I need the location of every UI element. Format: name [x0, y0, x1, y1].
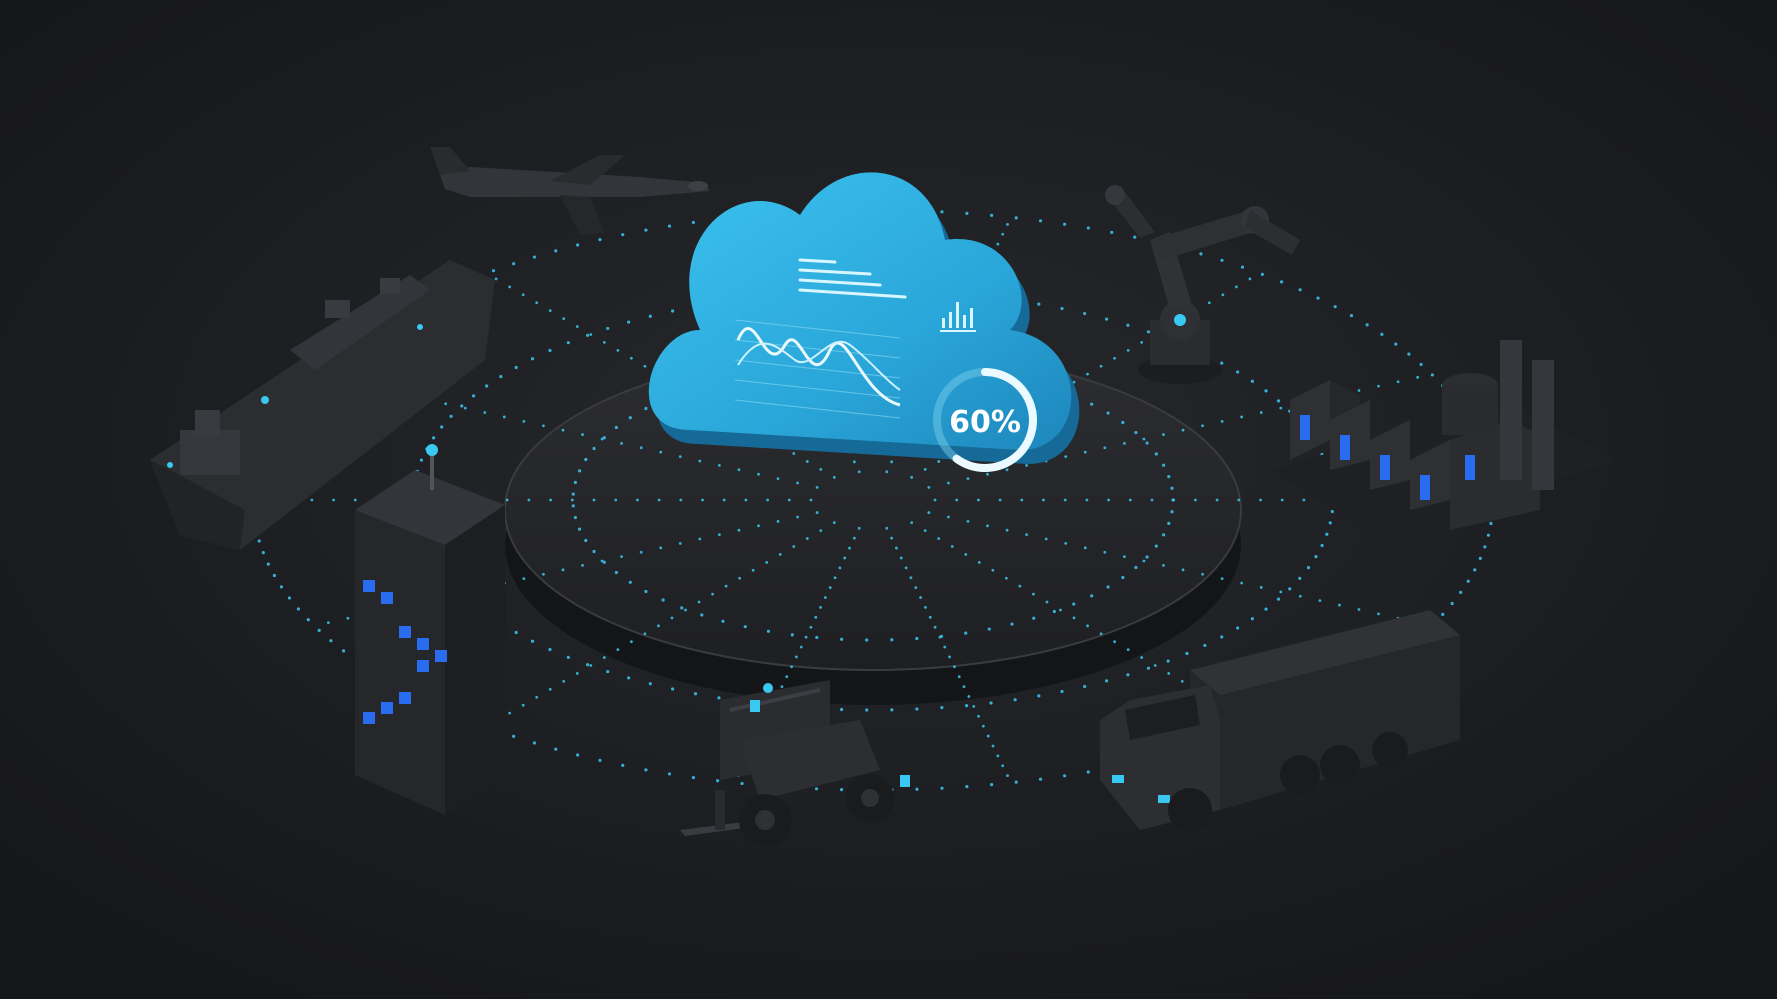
forklift — [680, 680, 910, 846]
gauge-label: 60% — [949, 405, 1021, 440]
tower-window-lit — [417, 638, 429, 650]
airplane — [430, 147, 710, 235]
robot-arm — [1105, 185, 1300, 384]
tower-window-lit — [381, 702, 393, 714]
progress-gauge: 60% — [933, 368, 1037, 472]
cargo-ship — [150, 260, 495, 550]
tower-window-lit — [399, 626, 411, 638]
office-tower — [355, 444, 505, 815]
tower-window-lit — [381, 592, 393, 604]
tower-window-lit — [417, 660, 429, 672]
bar-chart-icon — [940, 302, 976, 332]
line-chart-panel — [734, 319, 901, 419]
factory — [1270, 340, 1615, 540]
text-lines-icon — [798, 258, 907, 299]
cloud-body — [648, 172, 1072, 450]
tower-window-lit — [399, 692, 411, 704]
cloud: 60% — [648, 172, 1080, 472]
tower-window-lit — [363, 580, 375, 592]
delivery-truck — [1100, 610, 1460, 832]
tower-window-lit — [363, 712, 375, 724]
tower-window-lit — [435, 650, 447, 662]
